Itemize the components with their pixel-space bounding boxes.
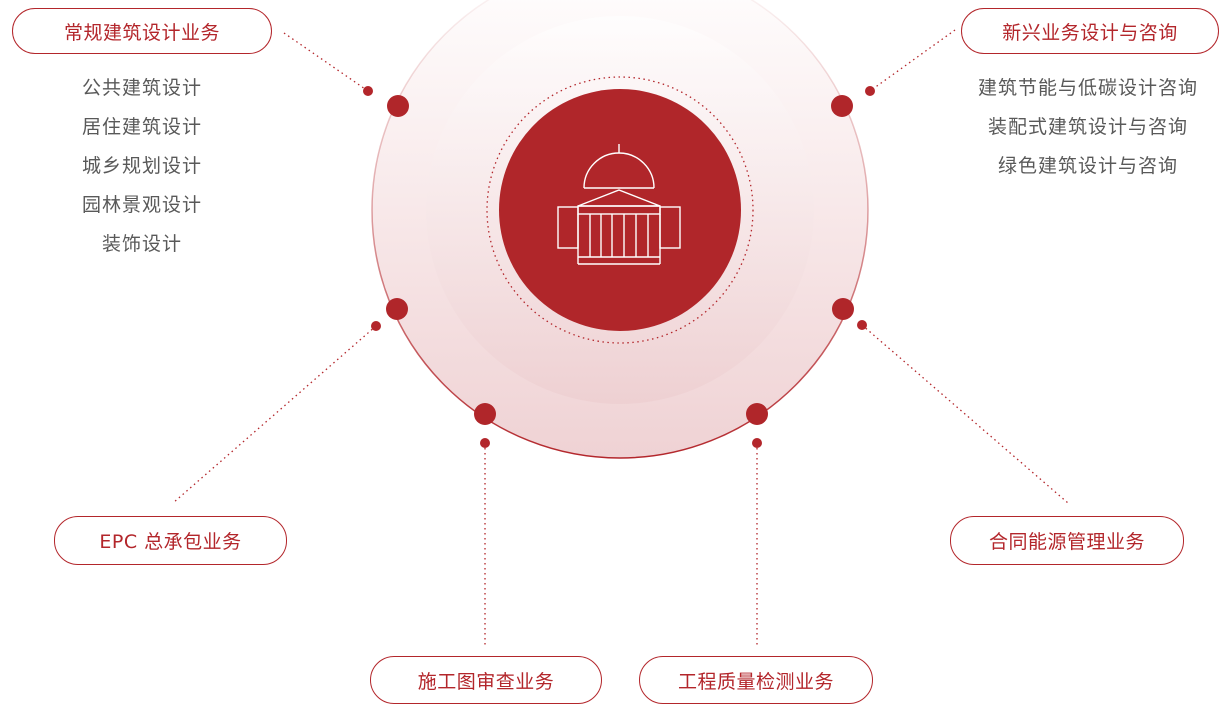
connector-dot [480,438,490,448]
connector-dot [857,320,867,330]
emerging-business-pill[interactable]: 新兴业务设计与咨询 [961,8,1219,54]
ring-node [387,95,409,117]
epc-label: EPC 总承包业务 [99,531,242,553]
list-item: 装配式建筑设计与咨询 [987,116,1188,138]
contract-energy-pill[interactable]: 合同能源管理业务 [950,516,1184,565]
conventional-design-label: 常规建筑设计业务 [63,21,220,44]
connector-dot [371,321,381,331]
ring-node [832,298,854,320]
quality-testing-label: 工程质量检测业务 [677,670,834,693]
list-item: 装饰设计 [101,233,182,255]
emerging-business-label: 新兴业务设计与咨询 [1002,21,1178,44]
conventional-design-list: 公共建筑设计 居住建筑设计 城乡规划设计 园林景观设计 装饰设计 [62,69,222,264]
conventional-design-pill[interactable]: 常规建筑设计业务 [12,8,272,54]
quality-testing-pill[interactable]: 工程质量检测业务 [639,656,873,704]
ring-node [474,403,496,425]
emerging-business-list: 建筑节能与低碳设计咨询 装配式建筑设计与咨询 绿色建筑设计与咨询 [952,69,1224,186]
connector-epc [172,325,377,504]
center-disc [499,89,741,331]
dotted-ring [486,76,754,344]
list-item: 公共建筑设计 [81,77,202,99]
capitol-building-icon [557,144,681,265]
ring-node [831,95,853,117]
list-item: 绿色建筑设计与咨询 [997,155,1178,177]
contract-energy-label: 合同能源管理业务 [988,531,1145,553]
list-item: 城乡规划设计 [81,155,202,177]
connector-dot [752,438,762,448]
list-item: 园林景观设计 [81,194,202,216]
ring-node [386,298,408,320]
list-item: 建筑节能与低碳设计咨询 [977,77,1198,99]
drawing-review-label: 施工图审查业务 [417,670,555,693]
epc-pill[interactable]: EPC 总承包业务 [54,516,287,565]
connector-conventional [283,32,369,92]
connector-dot [363,86,373,96]
connector-contract-energy [861,324,1069,504]
list-item: 居住建筑设计 [81,116,202,138]
ring-node [746,403,768,425]
connector-emerging [869,29,956,92]
drawing-review-pill[interactable]: 施工图审查业务 [370,656,602,704]
connector-dot [865,86,875,96]
